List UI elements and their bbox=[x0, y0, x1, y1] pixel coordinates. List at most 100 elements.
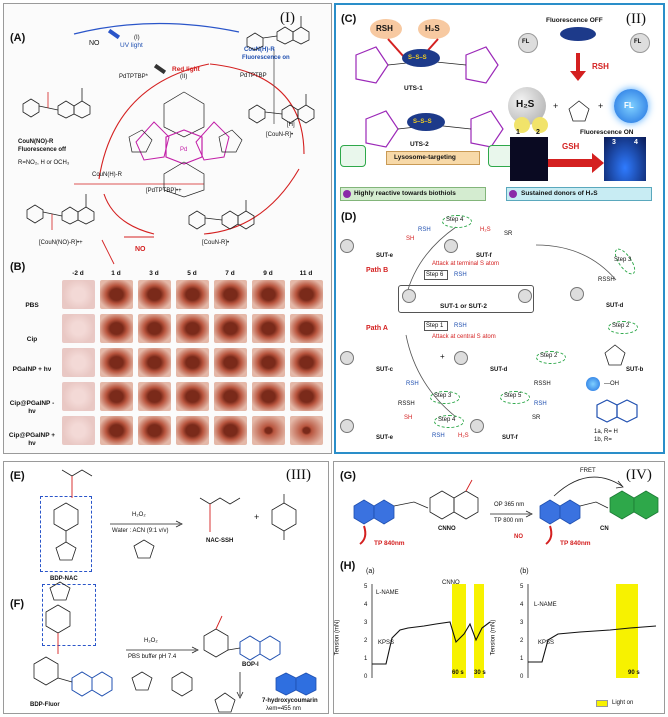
wound-photo bbox=[138, 348, 171, 377]
tp-arrow-right bbox=[545, 525, 553, 545]
tick: 1 bbox=[520, 656, 524, 662]
tick: 2 bbox=[364, 638, 368, 644]
tp-arrow-left bbox=[359, 525, 367, 545]
wound-photo bbox=[138, 382, 171, 411]
step-ii: (II) bbox=[180, 74, 188, 80]
sh-label: SH bbox=[406, 236, 415, 242]
label-F: (F) bbox=[10, 598, 25, 610]
wound-photo bbox=[100, 280, 133, 309]
rsh-b: RSH bbox=[454, 272, 467, 278]
wound-photo bbox=[176, 314, 209, 343]
day-label: 7 d bbox=[225, 270, 235, 277]
start-structure bbox=[22, 88, 91, 119]
hc-label: 7-hydroxycoumarin bbox=[262, 698, 318, 704]
product-name: CouN(H)-R bbox=[244, 47, 275, 53]
bdp-nac-structure bbox=[53, 469, 93, 561]
panel-II: (II) (C) RSH H₂S S–S–S UTS-1 S–S–S UTS-2… bbox=[334, 3, 665, 454]
pd-label: Pd bbox=[180, 147, 188, 153]
wound-photo bbox=[176, 280, 209, 309]
wound-photo bbox=[176, 416, 209, 445]
vials-on bbox=[604, 137, 646, 181]
tp-label: TP 800 nm bbox=[494, 518, 524, 524]
h-atom-2 bbox=[532, 117, 548, 133]
no-label-g: NO bbox=[514, 534, 523, 540]
tick: 0 bbox=[520, 674, 524, 680]
wound-photo bbox=[290, 416, 323, 445]
wound-photo bbox=[252, 280, 285, 309]
pbs-label: PBS buffer pH 7.4 bbox=[128, 654, 177, 660]
wound-photo bbox=[62, 348, 95, 377]
sss-core-2 bbox=[407, 113, 445, 131]
fl-oh-ball bbox=[586, 377, 600, 391]
rsh-down-arrow bbox=[570, 53, 586, 81]
day-label: -2 d bbox=[72, 270, 84, 277]
fl-right bbox=[630, 33, 650, 53]
sss-off bbox=[560, 27, 596, 41]
radical-cation-structure bbox=[248, 94, 315, 124]
start-state: Fluorescence off bbox=[18, 147, 67, 153]
pdtptbp-porphyrin bbox=[128, 91, 243, 198]
fret-label: FRET bbox=[580, 468, 596, 474]
lyso-label: Lysosome-targeting bbox=[394, 154, 456, 161]
coumarin-fl-structure bbox=[596, 399, 638, 423]
fl-sut-c bbox=[340, 351, 354, 365]
lambda-label: λem=455 nm bbox=[266, 706, 301, 712]
uts1-label: UTS-1 bbox=[404, 85, 423, 92]
boric-structure bbox=[133, 539, 155, 559]
nac-ssh-structure bbox=[199, 497, 241, 532]
step4-bot: Step 4 bbox=[438, 417, 456, 423]
group-label: Cip@PGalNP - hν bbox=[9, 400, 55, 415]
tp840-right: TP 840nm bbox=[560, 540, 591, 547]
fluor-on: Fluorescence ON bbox=[580, 129, 634, 136]
tick: 5 bbox=[364, 584, 368, 590]
tick: 3 bbox=[520, 620, 524, 626]
rsh-label: RSH bbox=[376, 24, 393, 33]
light-on-band bbox=[616, 584, 638, 678]
step5: Step 5 bbox=[504, 393, 522, 399]
tension-plot-a bbox=[371, 584, 491, 678]
step4-top: Step 4 bbox=[446, 217, 464, 223]
tick: 3 bbox=[364, 620, 368, 626]
oh-label: —OH bbox=[604, 381, 619, 387]
wound-photo bbox=[252, 382, 285, 411]
group-label: PGalNP + hν bbox=[12, 366, 52, 373]
wound-photo bbox=[214, 314, 247, 343]
r-def2: 1b, R= bbox=[594, 437, 612, 443]
step-i: (I) bbox=[134, 35, 140, 41]
path-a: Path A bbox=[366, 325, 388, 332]
no-top: NO bbox=[89, 40, 100, 47]
rsh-a: RSH bbox=[454, 323, 467, 329]
tick: 4 bbox=[520, 602, 524, 608]
tag-bullet-1 bbox=[343, 190, 351, 198]
uv-label: UV light bbox=[120, 42, 143, 49]
tick: 1 bbox=[364, 656, 368, 662]
vial-num: 2 bbox=[536, 129, 540, 136]
sr-label: SR bbox=[504, 231, 513, 237]
wound-photo bbox=[62, 382, 95, 411]
sut-e2-label: SUT-e bbox=[376, 435, 394, 441]
tick: 0 bbox=[364, 674, 368, 680]
fl-sut-d bbox=[454, 351, 468, 365]
plus-sign: + bbox=[553, 101, 559, 111]
sss-core-2-text: S–S–S bbox=[413, 119, 432, 125]
plus-e: + bbox=[254, 512, 260, 522]
sut-b-ring bbox=[604, 344, 626, 366]
vial-num: 4 bbox=[634, 139, 638, 146]
wound-photo bbox=[100, 314, 133, 343]
tag1: Highly reactive towards biothiols bbox=[354, 190, 456, 197]
wound-photo bbox=[62, 280, 95, 309]
attack-terminal: Attack at terminal S atom bbox=[432, 261, 500, 267]
boronate-box-f bbox=[42, 584, 96, 646]
wound-photo bbox=[138, 416, 171, 445]
lname-a: L-NAME bbox=[376, 590, 399, 596]
h-abstraction: [H] bbox=[287, 122, 295, 128]
label-E: (E) bbox=[10, 470, 25, 482]
group-label: Cip bbox=[26, 336, 38, 343]
bdp-fluor-structure bbox=[33, 581, 113, 697]
sss-core-1-text: S–S–S bbox=[408, 55, 427, 61]
lyso-banner bbox=[386, 151, 480, 165]
sut-d-right-label: SUT-d bbox=[606, 303, 624, 309]
tp840-left: TP 840nm bbox=[374, 540, 405, 547]
h-atom-1 bbox=[514, 117, 530, 133]
product-state: Fluorescence on bbox=[242, 55, 290, 61]
